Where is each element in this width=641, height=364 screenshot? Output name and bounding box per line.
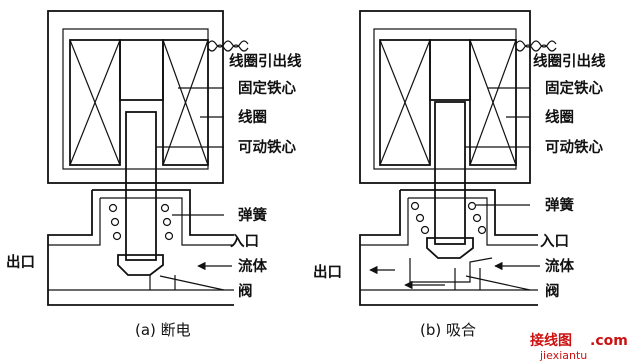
label-coil: 线圈	[238, 108, 267, 126]
coil-right	[162, 39, 209, 166]
caption-a: (a) 断电	[135, 321, 191, 339]
housing	[47, 10, 224, 184]
lead-wire	[207, 40, 249, 48]
coil-left	[379, 39, 431, 166]
watermark: 接线图 .com jiexiantu	[530, 332, 628, 362]
label-coil: 线圈	[545, 108, 574, 126]
label-valve: 阀	[238, 282, 253, 300]
watermark-brand: 接线图	[530, 332, 572, 349]
coil-right	[469, 39, 517, 166]
label-movable-core: 可动铁心	[238, 138, 296, 156]
label-inlet: 入口	[230, 233, 259, 250]
fixed-core	[119, 39, 164, 101]
panel-a: 线圈引出线 固定铁心 线圈 可动铁心 弹簧 入口 出口 流体 阀 (a) 断电	[6, 10, 302, 339]
spring	[108, 203, 174, 241]
label-outlet: 出口	[6, 253, 35, 271]
movable-core	[125, 111, 157, 261]
watermark-site: jiexiantu	[539, 349, 587, 362]
label-fluid: 流体	[238, 257, 267, 275]
valve-body	[47, 189, 234, 306]
label-fluid: 流体	[545, 257, 574, 275]
label-movable-core: 可动铁心	[545, 138, 603, 156]
movable-core	[434, 101, 466, 245]
valve-body	[359, 189, 538, 306]
fixed-core	[429, 39, 471, 101]
label-fixed-core: 固定铁心	[545, 79, 603, 97]
housing	[359, 10, 531, 184]
label-lead-wire: 线圈引出线	[533, 52, 606, 70]
label-inlet: 入口	[540, 233, 569, 250]
label-lead-wire: 线圈引出线	[229, 52, 302, 70]
caption-b: (b) 吸合	[420, 321, 476, 339]
label-outlet: 出口	[313, 263, 342, 281]
watermark-domain: .com	[590, 333, 628, 349]
label-spring: 弹簧	[545, 196, 574, 214]
coil-left	[69, 39, 121, 166]
label-fixed-core: 固定铁心	[238, 79, 296, 97]
valve-plug	[426, 237, 474, 259]
spring	[410, 201, 487, 235]
valve-plug	[117, 254, 164, 276]
label-spring: 弹簧	[238, 206, 267, 224]
panel-b: 线圈引出线 固定铁心 线圈 可动铁心 弹簧 入口 出口 流体 阀 (b) 吸合	[313, 10, 606, 339]
label-valve: 阀	[545, 282, 560, 300]
lead-wire	[515, 40, 557, 48]
